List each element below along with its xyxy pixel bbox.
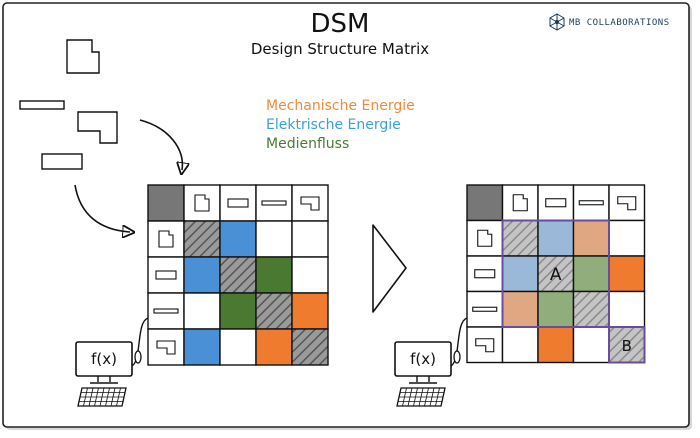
cable-plug-icon bbox=[453, 350, 461, 364]
cable-plug-icon bbox=[134, 350, 142, 364]
dsm-matrix-unclustered bbox=[147, 184, 329, 366]
matrix-cell bbox=[608, 219, 646, 257]
matrix-cell bbox=[572, 326, 610, 364]
keyboard-column bbox=[88, 387, 94, 407]
brand-logo-text: MB COLLABORATIONS bbox=[569, 18, 670, 28]
matrix-cell bbox=[537, 219, 575, 257]
matrix-diagonal-cell bbox=[183, 220, 221, 258]
component-sketches bbox=[19, 39, 118, 170]
component-shape-3 bbox=[77, 111, 118, 144]
matrix-corner-cell bbox=[147, 184, 185, 222]
component-icon bbox=[227, 198, 249, 208]
legend-elektrische-energie: Elektrische Energie bbox=[266, 117, 401, 133]
function-label: f(x) bbox=[410, 350, 436, 368]
network-polyhedron-icon bbox=[549, 13, 565, 31]
matrix-cell bbox=[255, 328, 293, 366]
matrix-cell bbox=[183, 292, 221, 330]
matrix-diagonal-cell bbox=[255, 292, 293, 330]
transform-arrow-triangle bbox=[372, 224, 407, 313]
keyboard-column bbox=[402, 387, 407, 407]
curved-arrow-2 bbox=[74, 184, 130, 232]
component-icon bbox=[156, 340, 176, 355]
component-icon bbox=[545, 198, 567, 208]
keyboard-column bbox=[94, 387, 99, 407]
component-icon bbox=[512, 194, 528, 212]
matrix-cell bbox=[255, 256, 293, 294]
monitor-stand bbox=[90, 376, 118, 384]
monitor-icon bbox=[75, 341, 133, 377]
matrix-diagonal-cell bbox=[572, 290, 610, 328]
cluster-a-label: A bbox=[550, 265, 562, 285]
brand-logo: MB COLLABORATIONS bbox=[549, 13, 670, 31]
matrix-cell bbox=[183, 328, 221, 366]
data-cable bbox=[131, 317, 149, 367]
component-icon bbox=[155, 270, 177, 280]
cluster-b-label: B bbox=[622, 337, 632, 355]
matrix-cell bbox=[608, 255, 646, 293]
component-shape-2 bbox=[19, 100, 65, 110]
component-shape-1 bbox=[66, 39, 100, 74]
matrix-cell bbox=[291, 256, 329, 294]
component-icon bbox=[472, 306, 498, 312]
computer-right: f(x) bbox=[394, 317, 468, 407]
keyboard-column bbox=[110, 387, 116, 407]
function-label: f(x) bbox=[91, 350, 117, 368]
matrix-cell bbox=[219, 328, 257, 366]
matrix-cell bbox=[291, 220, 329, 258]
matrix-cell bbox=[572, 255, 610, 293]
keyboard-column bbox=[407, 387, 413, 407]
matrix-cell bbox=[537, 290, 575, 328]
keyboard-column bbox=[116, 387, 121, 407]
component-icon bbox=[477, 229, 493, 247]
component-shape-4 bbox=[41, 153, 83, 170]
matrix-cell bbox=[501, 326, 539, 364]
keyboard-column bbox=[105, 387, 110, 407]
matrix-diagonal-cell bbox=[291, 328, 329, 366]
component-icon bbox=[578, 200, 604, 206]
keyboard-column bbox=[435, 387, 440, 407]
dsm-matrix-clustered: AB bbox=[466, 184, 646, 364]
component-icon bbox=[153, 308, 179, 314]
component-icon bbox=[261, 200, 287, 206]
matrix-cell bbox=[537, 326, 575, 364]
legend-medienfluss: Medienfluss bbox=[266, 136, 349, 152]
keyboard-column bbox=[418, 387, 424, 407]
matrix-cell bbox=[219, 292, 257, 330]
matrix-cell bbox=[291, 292, 329, 330]
legend-mechanische-energie: Mechanische Energie bbox=[266, 98, 415, 114]
legend: Mechanische Energie Elektrische Energie … bbox=[266, 98, 415, 152]
matrix-diagonal-cell bbox=[219, 256, 257, 294]
cluster-b-outline bbox=[608, 326, 646, 364]
keyboard-column bbox=[429, 387, 435, 407]
monitor-stand bbox=[409, 376, 437, 384]
flow-arrows bbox=[74, 119, 182, 232]
matrix-cell bbox=[219, 220, 257, 258]
data-cable bbox=[450, 317, 468, 367]
keyboard-column bbox=[424, 387, 429, 407]
monitor-icon bbox=[394, 341, 452, 377]
matrix-cell bbox=[608, 290, 646, 328]
cluster-a-outline bbox=[501, 219, 610, 328]
matrix-cell bbox=[183, 256, 221, 294]
component-icon bbox=[158, 230, 174, 248]
component-icon bbox=[300, 196, 320, 211]
matrix-corner-cell bbox=[466, 184, 504, 222]
computer-left: f(x) bbox=[75, 317, 149, 407]
page-title: DSM bbox=[311, 9, 370, 39]
matrix-cell bbox=[255, 220, 293, 258]
matrix-diagonal-cell bbox=[501, 219, 539, 257]
page-subtitle: Design Structure Matrix bbox=[251, 40, 429, 58]
keyboard-column bbox=[413, 387, 418, 407]
keyboard-column bbox=[83, 387, 88, 407]
keyboard-column bbox=[99, 387, 105, 407]
component-icon bbox=[194, 194, 210, 212]
matrix-cell bbox=[572, 219, 610, 257]
component-icon bbox=[475, 338, 495, 353]
curved-arrow-1 bbox=[139, 119, 182, 170]
component-icon bbox=[474, 269, 496, 279]
component-icon bbox=[617, 196, 637, 211]
matrix-cell bbox=[501, 255, 539, 293]
matrix-cell bbox=[501, 290, 539, 328]
